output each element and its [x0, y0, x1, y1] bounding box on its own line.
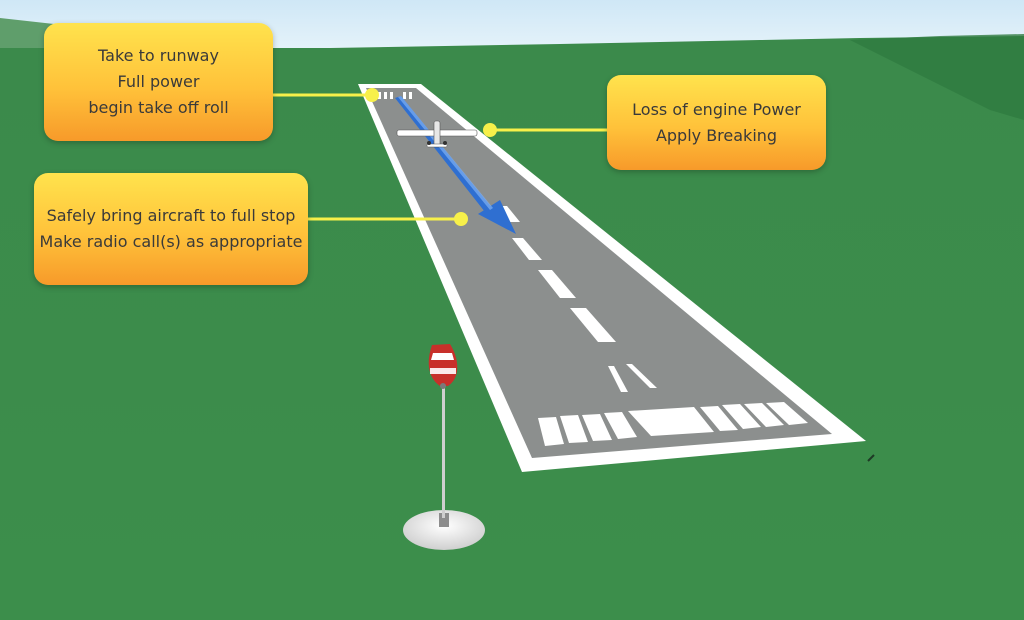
callout-engine-loss-line-1: Loss of engine Power: [632, 99, 801, 119]
windsock-base: [403, 510, 485, 550]
far-threshold-markings: [378, 92, 412, 99]
leader-lines: [273, 93, 607, 221]
near-threshold-markings: [538, 402, 808, 446]
runway-number-11: [608, 364, 657, 392]
hill-right: [850, 34, 1024, 120]
callout-takeoff-line-3: begin take off roll: [88, 98, 229, 117]
callout-stop: Safely bring aircraft to full stop Make …: [34, 173, 308, 285]
leader-dot-takeoff: [365, 88, 379, 102]
callout-takeoff-line-1: Take to runway: [98, 46, 219, 65]
runway-surface: [366, 88, 832, 458]
callout-takeoff-line-2: Full power: [117, 72, 200, 91]
leader-dots: [365, 88, 497, 226]
callout-takeoff: Take to runway Full power begin take off…: [44, 23, 273, 141]
leader-dot-engine-loss: [483, 123, 497, 137]
leader-dot-stop: [454, 212, 468, 226]
windsock-icon: [403, 344, 485, 550]
callout-stop-line-2: Make radio call(s) as appropriate: [39, 232, 303, 251]
callout-engine-loss-line-2: Apply Breaking: [655, 125, 778, 145]
callout-stop-line-1: Safely bring aircraft to full stop: [46, 206, 296, 225]
runway-end-mark: [867, 454, 875, 462]
direction-arrow-icon: [395, 96, 516, 234]
callout-engine-loss: Loss of engine Power Apply Breaking: [607, 75, 826, 170]
airplane-icon: [396, 120, 478, 148]
